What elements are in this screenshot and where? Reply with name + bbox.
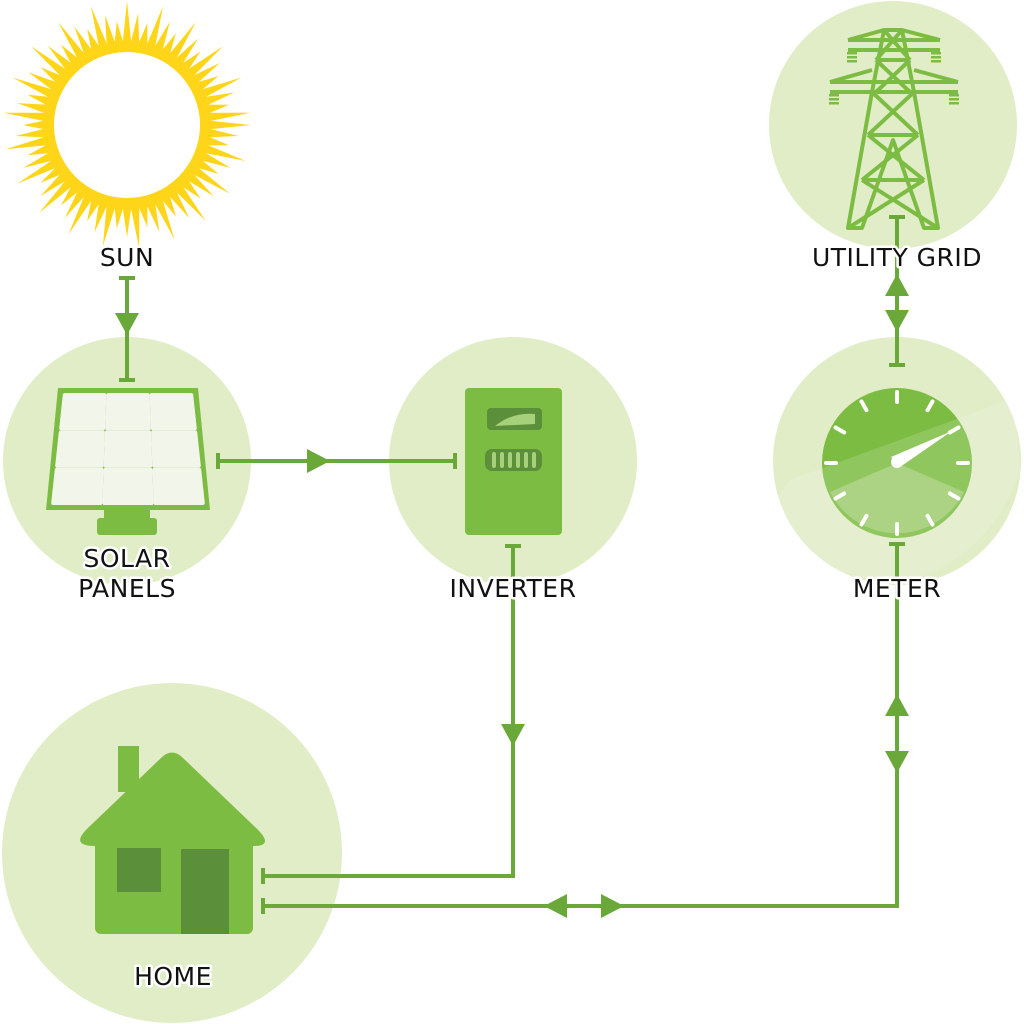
meter-gauge-icon: [775, 388, 1020, 585]
arrow-grid-up: [885, 274, 909, 296]
panel-cell: [103, 430, 153, 468]
sun-label: SUN: [100, 243, 154, 272]
arrow-grid-down: [885, 310, 909, 332]
solar-panels-label-line1: SOLAR: [83, 544, 170, 573]
panel-cell: [55, 430, 105, 468]
meter-label: METER: [853, 574, 941, 603]
house-door: [181, 849, 229, 934]
house-window: [117, 848, 161, 892]
panel-cell: [152, 467, 205, 505]
inverter-label: INVERTER: [450, 574, 577, 603]
connectors: [119, 215, 905, 914]
power-tower-icon: [829, 28, 959, 230]
arrow-home-left: [544, 894, 567, 918]
home-label: HOME: [134, 962, 212, 991]
utility-grid-circle: [769, 1, 1017, 249]
arrow-panels-to-inverter: [307, 449, 330, 473]
utility-grid-label: UTILITY GRID: [812, 243, 982, 272]
panel-cell: [149, 393, 197, 431]
panel-cell: [51, 467, 104, 505]
panel-cell: [151, 430, 201, 468]
house-icon: [80, 746, 265, 934]
panel-cell: [105, 393, 151, 431]
arrowheads: [115, 274, 909, 918]
panel-cell: [102, 467, 154, 505]
arrow-home-right: [601, 894, 624, 918]
arrow-meter-down: [885, 751, 909, 773]
solar-panels-label-line2: PANELS: [78, 574, 176, 603]
sun-icon: [3, 1, 251, 249]
inverter-icon: [465, 388, 562, 535]
arrow-inverter-to-home: [501, 724, 525, 746]
panel-cell: [59, 393, 107, 431]
solar-panel-icon: [46, 388, 210, 535]
arrow-sun-to-panels: [115, 313, 139, 335]
arrow-meter-up: [885, 694, 909, 716]
